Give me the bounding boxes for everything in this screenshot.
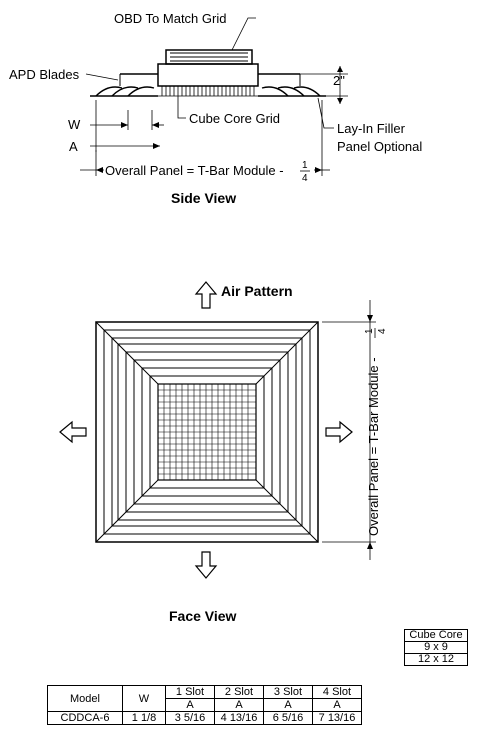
face-view-title: Face View — [169, 608, 237, 624]
obd-label: OBD To Match Grid — [114, 11, 226, 26]
fraction-numerator: 1 — [302, 160, 308, 171]
slot-header: 3 Slot — [263, 685, 313, 699]
arrow-down-icon — [194, 551, 218, 579]
side-view-title: Side View — [171, 190, 236, 206]
arrow-left-icon — [59, 420, 87, 444]
face-view-diagram: Air Pattern Overall Panel = T-Bar Module… — [59, 281, 388, 624]
face-frame-outer — [95, 321, 319, 543]
w-cell: 1 1/8 — [122, 711, 166, 725]
diffuser-body — [157, 63, 259, 87]
side-view-diagram: OBD To Match Grid APD Blades 2" Cube Cor… — [9, 11, 422, 206]
apd-blades-right — [258, 86, 326, 97]
a-subheader: A — [165, 698, 215, 712]
slot-header: 2 Slot — [214, 685, 264, 699]
a-value-cell: 7 13/16 — [312, 711, 362, 725]
fraction-vertical-num: 1 — [364, 328, 375, 334]
cube-core-row: 12 x 12 — [404, 653, 468, 666]
w-label: W — [68, 117, 81, 132]
arrow-up-icon — [194, 281, 218, 309]
a-label: A — [69, 139, 78, 154]
a-value-cell: 6 5/16 — [263, 711, 313, 725]
slot-header: 4 Slot — [312, 685, 362, 699]
model-table: Model W 1 Slot 2 Slot 3 Slot 4 Slot A A … — [47, 685, 362, 725]
table-row: CDDCA-6 1 1/8 3 5/16 4 13/16 6 5/16 7 13… — [47, 711, 362, 725]
cube-core-grid-face — [158, 384, 256, 480]
cube-core-table: Cube Core 9 x 9 12 x 12 — [404, 629, 468, 666]
a-subheader: A — [263, 698, 313, 712]
air-pattern-label: Air Pattern — [221, 283, 293, 299]
cube-core-label: Cube Core Grid — [189, 111, 280, 126]
lay-in-label-2: Panel Optional — [337, 139, 422, 154]
height-label: 2" — [333, 73, 345, 88]
cube-core-grid — [158, 86, 258, 97]
a-value-cell: 3 5/16 — [165, 711, 215, 725]
cube-core-header: Cube Core — [404, 629, 468, 642]
apd-label: APD Blades — [9, 67, 80, 82]
w-header: W — [122, 685, 166, 712]
overall-panel-label: Overall Panel = T-Bar Module - — [105, 163, 284, 178]
model-header: Model — [47, 685, 123, 712]
overall-panel-vertical-label: Overall Panel = T-Bar Module - — [366, 357, 381, 536]
cube-core-row: 9 x 9 — [404, 641, 468, 654]
model-cell: CDDCA-6 — [47, 711, 123, 725]
apd-blades-left — [90, 86, 158, 97]
arrow-right-icon — [325, 420, 353, 444]
a-subheader: A — [214, 698, 264, 712]
fraction-denominator: 4 — [302, 173, 308, 184]
a-subheader: A — [312, 698, 362, 712]
a-value-cell: 4 13/16 — [214, 711, 264, 725]
slot-header: 1 Slot — [165, 685, 215, 699]
fraction-vertical-den: 4 — [377, 328, 388, 334]
lay-in-label-1: Lay-In Filler — [337, 121, 406, 136]
